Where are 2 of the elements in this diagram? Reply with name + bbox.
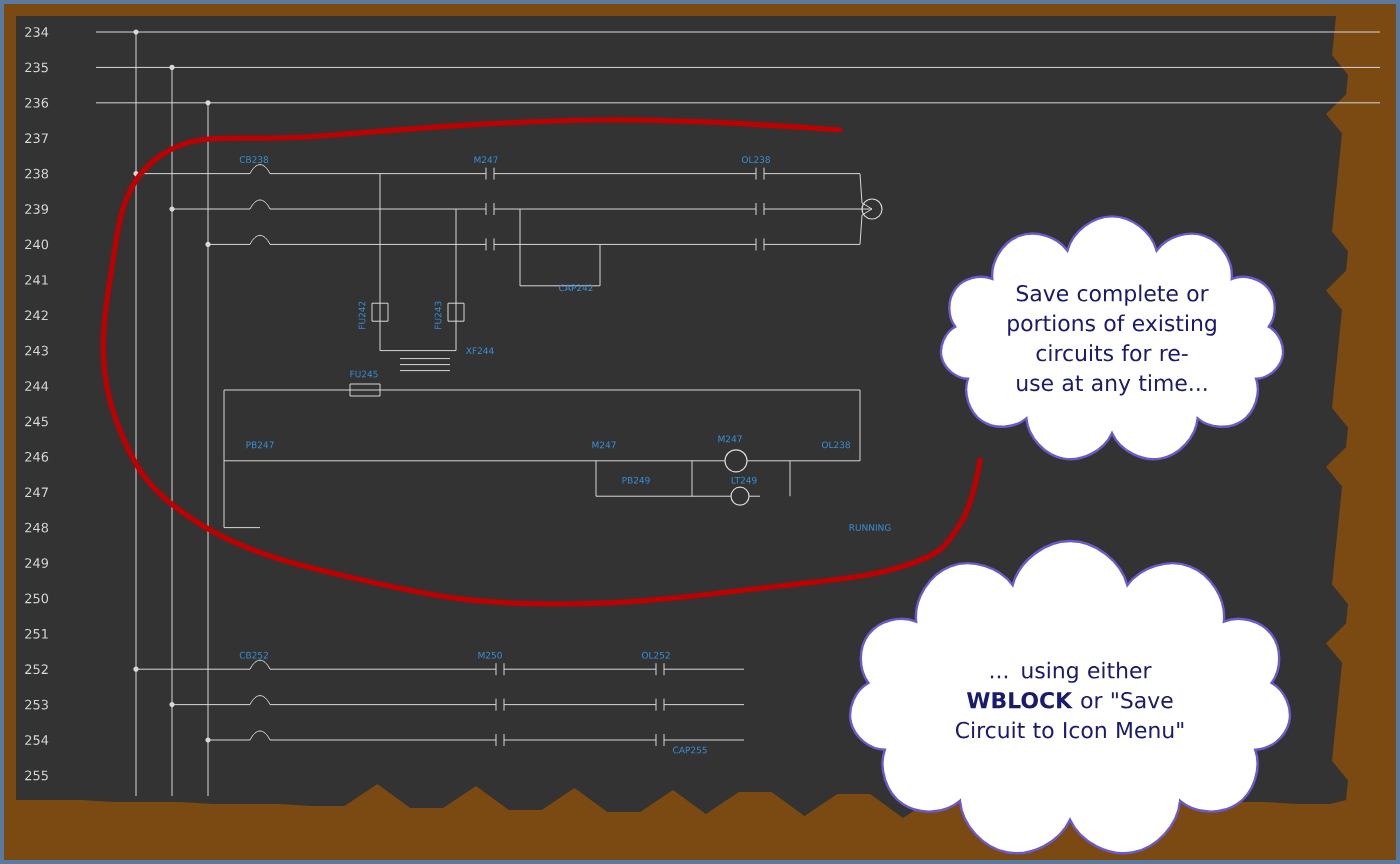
cloud-callout: Save complete or portions of existing circuits for re-use at any time... — [939, 215, 1285, 461]
cloud-callout: ... using either WBLOCK or "Save Circuit to Icon Menu" — [848, 539, 1292, 855]
